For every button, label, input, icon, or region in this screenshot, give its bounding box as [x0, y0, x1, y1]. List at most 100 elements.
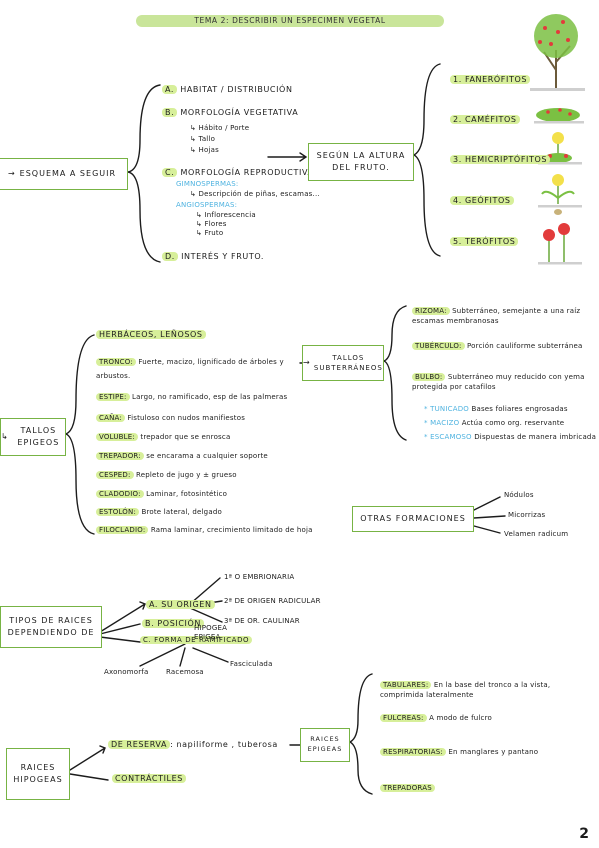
stem-row-0: TRONCO: Fuerte, macizo, lignificado de á…	[96, 355, 306, 383]
form-3-label: 4. GEÓFITOS	[450, 196, 514, 205]
arrow-forma	[99, 636, 141, 643]
forma-item-1: Racemosa	[166, 668, 204, 676]
hipogeas-box: RAICES HIPOGEAS	[6, 748, 70, 800]
sub-text-1: Porción cauliforme subterránea	[466, 342, 583, 350]
bulbo-row-2: * ESCAMOSO Dispuestas de manera imbricad…	[424, 433, 596, 441]
raiz-a-label: A. SU ORIGEN	[146, 600, 215, 609]
stem-text-4: se encarama a cualquier soporte	[146, 452, 268, 460]
stem-text-5: Repleto de jugo y ± grueso	[135, 471, 237, 479]
bulbo-text-2: Dispuestas de manera imbricada	[474, 433, 597, 441]
angio-sub-1-label: Flores	[204, 220, 227, 228]
angio-sub-0-label: Inflorescencia	[204, 211, 256, 219]
page-title: TEMA 2: DESCRIBIR UN ESPECIMEN VEGETAL	[136, 15, 444, 27]
brace-epigeos	[64, 334, 95, 535]
stem-row-6: CLADODIO: Laminar, fotosintético	[96, 490, 227, 498]
stem-row-5: CESPED: Repleto de jugo y ± grueso	[96, 471, 237, 479]
subterraneos-label: TALLOS SUBTERRÁNEOS	[313, 353, 383, 373]
bulbo-text-1: Actúa como org. reservante	[461, 419, 565, 427]
stem-text-2: Fistuloso con nudos manifiestos	[127, 414, 246, 422]
item-b-sub-0: ↳ Hábito / Porte	[190, 124, 250, 132]
origen-item-0: 1ª O EMBRIONARIA	[224, 573, 295, 581]
epi-label-2: RESPIRATORIAS:	[380, 748, 446, 756]
otras-item-2: Velamen radicum	[504, 530, 569, 538]
stem-label-2: CAÑA:	[96, 414, 125, 422]
origen-item-2: 3ª DE OR. CAULINAR	[224, 617, 300, 625]
epi-label-0: TABULARES:	[380, 681, 432, 689]
item-b-sub-2-label: Hojas	[198, 146, 219, 154]
form-4: 5. TERÓFITOS	[450, 237, 519, 246]
arrows-forma-items	[139, 643, 229, 667]
origen-item-1: 2ª DE ORIGEN RADICULAR	[224, 597, 321, 605]
raiz-c-label: C. FORMA DE RAMIFICADO	[140, 636, 253, 644]
epi-row-3: TREPADORAS	[380, 784, 435, 792]
epigeos-label: TALLOS EPIGEOS	[17, 426, 60, 447]
item-a-letter: A.	[162, 85, 178, 94]
altura-box: SEGÚN LA ALTURA DEL FRUTO.	[308, 143, 414, 181]
item-b-sub-1-label: Tallo	[198, 135, 216, 143]
stem-label-5: CESPED:	[96, 471, 134, 479]
brace-esquema	[127, 84, 161, 263]
angio-sub-2: ↳ Fruto	[196, 229, 224, 237]
item-a: A. HABITAT / DISTRIBUCIÓN	[162, 85, 293, 94]
stem-row-4: TREPADOR: se encarama a cualquier soport…	[96, 452, 268, 460]
herb-label: HERBÁCEOS, LEÑOSOS	[96, 330, 206, 339]
arrow-posicion	[99, 623, 141, 635]
stem-text-1: Largo, no ramificado, esp de las palmera…	[132, 393, 288, 401]
bulbo-text-0: Bases foliares engrosadas	[471, 405, 568, 413]
stem-label-8: FILOCLADIO:	[96, 526, 149, 534]
item-d-letter: D.	[162, 252, 178, 261]
epi-text-1: A modo de fulcro	[429, 714, 493, 722]
stem-text-8: Rama laminar, crecimiento limitado de ho…	[150, 526, 313, 534]
form-4-label: 5. TERÓFITOS	[450, 237, 519, 246]
epi-text-2: En manglares y pantano	[448, 748, 539, 756]
reserva-text: : napiliforme , tuberosa	[170, 740, 278, 749]
reserva-row: DE RESERVA: napiliforme , tuberosa	[108, 740, 278, 749]
form-3: 4. GEÓFITOS	[450, 196, 514, 205]
bulbo-row-0: * TUNICADO Bases foliares engrosadas	[424, 405, 568, 413]
item-b-sub-1: ↳ Tallo	[190, 135, 216, 143]
gimno-label: GIMNOSPERMAS:	[176, 180, 239, 188]
angio-sub-2-label: Fruto	[204, 229, 224, 237]
stem-row-8: FILOCLADIO: Rama laminar, crecimiento li…	[96, 526, 313, 534]
gimno-desc: ↳ Descripción de piñas, escamas...	[190, 190, 320, 198]
bulbo-row-1: * MACIZO Actúa como org. reservante	[424, 419, 564, 427]
stem-label-6: CLADODIO:	[96, 490, 144, 498]
esquema-label: ESQUEMA A SEGUIR	[19, 169, 117, 178]
item-b-letter: B.	[162, 108, 178, 117]
arrows-otras	[473, 496, 506, 534]
stem-text-7: Brote lateral, delgado	[141, 508, 222, 516]
epigeos-arrow-icon: ↳	[1, 432, 9, 441]
sub-label-1: TUBÉRCULO:	[412, 342, 465, 350]
contractiles-row: CONTRÁCTILES	[112, 774, 186, 783]
angio-sub-0: ↳ Inflorescencia	[196, 211, 256, 219]
posicion-item-1: EPIGEA	[194, 633, 221, 641]
epigeos-box: ↳ TALLOS EPIGEOS	[0, 418, 66, 456]
stem-row-3: VOLUBLE: trepador que se enrosca	[96, 433, 230, 441]
sub-text-2: Subterráneo muy reducido con yema proteg…	[412, 373, 585, 391]
item-c-letter: C.	[162, 168, 178, 177]
geophyte-illustration	[538, 174, 582, 215]
epi-row-2: RESPIRATORIAS: En manglares y pantano	[380, 748, 538, 756]
form-2-label: 3. HEMICRIPTÓFITOS	[450, 155, 551, 164]
otras-item-1: Micorrizas	[508, 511, 546, 519]
brace-subterraneos	[382, 305, 407, 441]
stem-row-7: ESTOLÓN: Brote lateral, delgado	[96, 508, 222, 516]
stem-label-7: ESTOLÓN:	[96, 508, 140, 516]
item-c-label: MORFOLOGÍA REPRODUCTIVA	[180, 168, 314, 177]
stem-row-2: CAÑA: Fistuloso con nudos manifiestos	[96, 414, 245, 422]
shrub-illustration	[534, 108, 584, 124]
epi-text-0: En la base del tronco a la vista, compri…	[380, 681, 551, 699]
bulbo-label-2: * ESCAMOSO	[424, 433, 472, 441]
epi-label-1: FULCREAS:	[380, 714, 427, 722]
item-b-sub-0-label: Hábito / Porte	[198, 124, 250, 132]
epi-row-0: TABULARES: En la base del tronco a la vi…	[380, 680, 594, 700]
arrow-altura	[267, 152, 308, 162]
forma-item-0: Axonomorfa	[104, 668, 149, 676]
angio-label: ANGIOSPERMAS:	[176, 201, 238, 209]
gimno-desc-text: Descripción de piñas, escamas...	[198, 190, 320, 198]
subterraneos-arrow-icon: →	[303, 358, 311, 367]
arrow-origen	[99, 601, 146, 633]
brace-altura	[412, 63, 441, 257]
form-1: 2. CAMÉFITOS	[450, 115, 520, 124]
sub-row-0: RIZOMA: Subterráneo, semejante a una raí…	[412, 306, 588, 326]
